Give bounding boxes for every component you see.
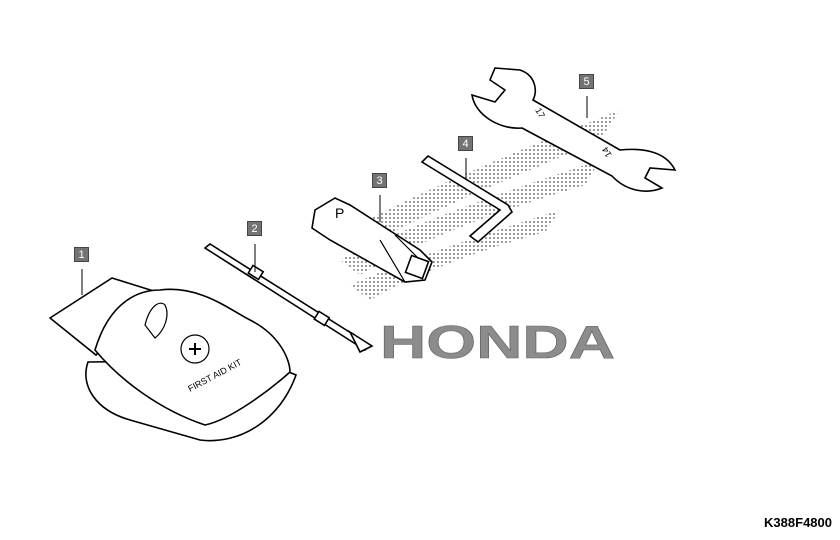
callout-3: 3 — [372, 173, 387, 188]
callout-5: 5 — [579, 74, 594, 89]
callout-4: 4 — [458, 136, 473, 151]
reference-code: K388F4800 — [764, 515, 832, 530]
hex-key-drawing — [420, 154, 514, 244]
first-aid-kit-drawing: FIRST AID KIT — [48, 277, 298, 442]
spark-plug-wrench-drawing: P — [311, 197, 433, 283]
plug-wrench-marking: P — [335, 205, 344, 221]
wrench-size-17: 17 — [533, 106, 547, 120]
callout-2: 2 — [247, 221, 262, 236]
honda-watermark-text: HONDA — [380, 316, 615, 368]
open-end-wrench-drawing: 17 14 — [471, 67, 677, 192]
leader-lines — [81, 96, 588, 295]
wrench-size-14: 14 — [600, 145, 614, 159]
callout-1: 1 — [74, 247, 89, 262]
screwdriver-drawing — [203, 243, 374, 354]
